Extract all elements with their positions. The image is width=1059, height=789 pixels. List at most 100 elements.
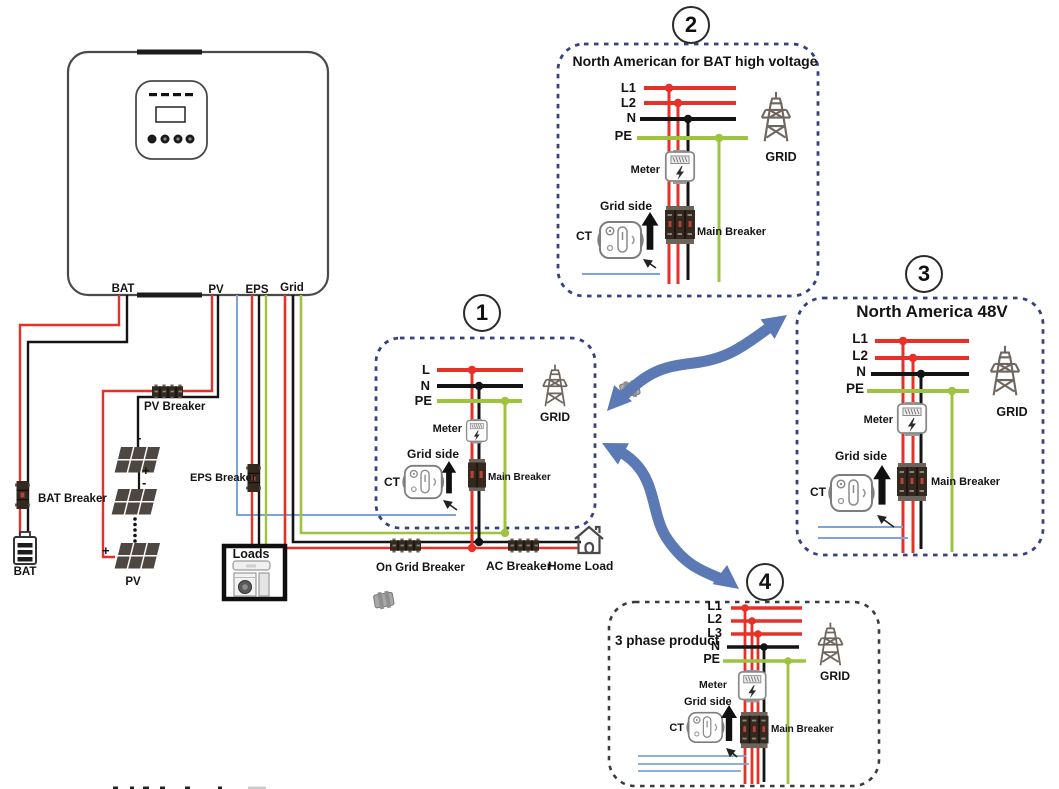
d3-grid-side-arrow-icon xyxy=(873,465,891,505)
d3-line-pe-label: PE xyxy=(845,381,864,396)
on-grid-breaker-label: On Grid Breaker xyxy=(376,562,465,574)
pv-panel-icon xyxy=(111,489,157,515)
d2-main-breaker-icon xyxy=(664,205,696,245)
d4-ct-icon xyxy=(686,711,725,743)
d1-meter-label: Meter xyxy=(432,423,462,435)
diagram4-title: 3 phase product xyxy=(615,633,720,648)
inverter-icon xyxy=(66,49,330,298)
d3-line-n-label: N xyxy=(856,364,866,379)
d4-main-breaker-label: Main Breaker xyxy=(771,724,834,735)
d1-meter-icon xyxy=(465,418,488,445)
pv-minus-label: - xyxy=(142,475,147,490)
air-conditioner-icon xyxy=(232,560,271,571)
on-grid-breaker-icon xyxy=(388,536,423,555)
inverter-buttons xyxy=(147,134,195,144)
d2-grid-label: GRID xyxy=(765,150,797,164)
d3-ct-icon xyxy=(828,474,875,512)
d4-grid-side-label: Grid side xyxy=(684,696,732,708)
d2-line-l2-label: L2 xyxy=(620,95,636,110)
d3-ct-label: CT xyxy=(810,485,826,499)
d3-meter-label: Meter xyxy=(863,414,893,426)
d3-main-breaker-icon xyxy=(896,462,928,502)
d4-line-l2-label: L2 xyxy=(707,612,722,626)
inverter-control-panel xyxy=(135,80,208,160)
d1-line-l-label: L xyxy=(422,362,430,377)
d1-ct-icon xyxy=(402,464,445,500)
d2-main-breaker-label: Main Breaker xyxy=(697,226,767,238)
d4-line-l1-label: L1 xyxy=(707,599,722,613)
d4-meter-icon xyxy=(737,669,767,704)
series-dots xyxy=(133,517,137,543)
d3-line-l2-label: L2 xyxy=(852,348,868,363)
cropped-text-fragment xyxy=(113,786,266,789)
diagram3-number-badge: 3 xyxy=(905,255,943,293)
d3-main-breaker-label: Main Breaker xyxy=(931,476,1001,488)
d1-ct-clamp-icon xyxy=(372,589,396,611)
ac-breaker-icon xyxy=(506,536,541,555)
ac-breaker-label: AC Breaker xyxy=(486,559,552,573)
d3-ct-pointer-arrow xyxy=(877,515,895,528)
d2-grid-side-arrow-icon xyxy=(641,212,659,250)
diagram4-number-badge: 4 xyxy=(746,563,784,601)
bat-breaker-label: BAT Breaker xyxy=(38,493,107,505)
d1-grid-tower-icon xyxy=(542,363,568,408)
pv-panel-string xyxy=(111,447,160,569)
pv-label: PV xyxy=(125,576,141,588)
diagram1-number-badge: 1 xyxy=(463,294,501,332)
d2-ct-icon xyxy=(597,221,644,259)
d1-grid-label: GRID xyxy=(540,410,570,424)
diagram3-title: North America 48V xyxy=(856,302,1008,321)
d2-meter-label: Meter xyxy=(630,164,660,176)
pv-plus-label: + xyxy=(102,543,110,558)
bat-breaker-icon xyxy=(13,479,32,511)
d1-line-pe-label: PE xyxy=(414,393,432,408)
pv-panel-icon xyxy=(114,543,160,569)
d2-meter-icon xyxy=(664,149,696,185)
d2-line-n-label: N xyxy=(626,110,636,125)
d4-line-l3-label: L3 xyxy=(707,626,722,640)
diagram2-border xyxy=(556,42,820,298)
main-wiring xyxy=(18,295,581,559)
eps-breaker-label: EPS Breaker xyxy=(190,472,257,484)
d3-line-l1-label: L1 xyxy=(852,331,868,346)
d2-grid-tower-icon xyxy=(760,90,792,143)
d1-line-n-label: N xyxy=(420,378,430,393)
home-load-label: Home Load xyxy=(548,559,614,573)
pv-plus-label: + xyxy=(142,463,150,478)
diagram2-number-badge: 2 xyxy=(672,6,710,44)
diagram4-border xyxy=(607,600,881,788)
variant-link-arrow-1-to-2-3 xyxy=(607,315,787,411)
d2-ct-label: CT xyxy=(576,229,592,243)
d1-grid-side-arrow-icon xyxy=(441,461,457,494)
inverter-display xyxy=(155,106,186,123)
d3-grid-tower-icon xyxy=(989,344,1021,397)
d4-ct-pointer-arrow xyxy=(726,748,738,758)
diagram1-border xyxy=(374,336,597,530)
pv-panel-icon xyxy=(114,447,160,473)
d4-grid-label: GRID xyxy=(820,669,850,683)
loads-box xyxy=(221,543,288,602)
loads-label: Loads xyxy=(232,547,270,561)
d3-grid-side-label: Grid side xyxy=(835,449,888,463)
d4-grid-tower-icon xyxy=(817,621,844,667)
d3-meter-icon xyxy=(896,401,928,437)
bat-label: BAT xyxy=(13,566,37,578)
d4-ct-label: CT xyxy=(669,722,684,734)
d2-line-pe-label: PE xyxy=(614,128,632,143)
pv-minus-label: - xyxy=(137,430,142,445)
battery-icon xyxy=(13,531,37,565)
d1-ct-label: CT xyxy=(384,475,400,489)
home-load-icon xyxy=(573,525,605,555)
fridge-icon xyxy=(258,572,270,597)
d2-line-l1-label: L1 xyxy=(620,80,636,95)
d1-main-breaker-label: Main Breaker xyxy=(488,472,551,483)
d1-ct-pointer-arrow xyxy=(443,500,458,511)
diagram2-wiring xyxy=(582,83,748,284)
d2-ct-pointer-arrow xyxy=(643,259,657,269)
d1-grid-side-label: Grid side xyxy=(407,447,460,461)
washing-machine-icon xyxy=(233,572,257,597)
d4-meter-label: Meter xyxy=(698,679,727,691)
inverter-port-grid-label: Grid xyxy=(280,282,304,294)
variant-link-arrow-1-to-4 xyxy=(602,443,739,589)
